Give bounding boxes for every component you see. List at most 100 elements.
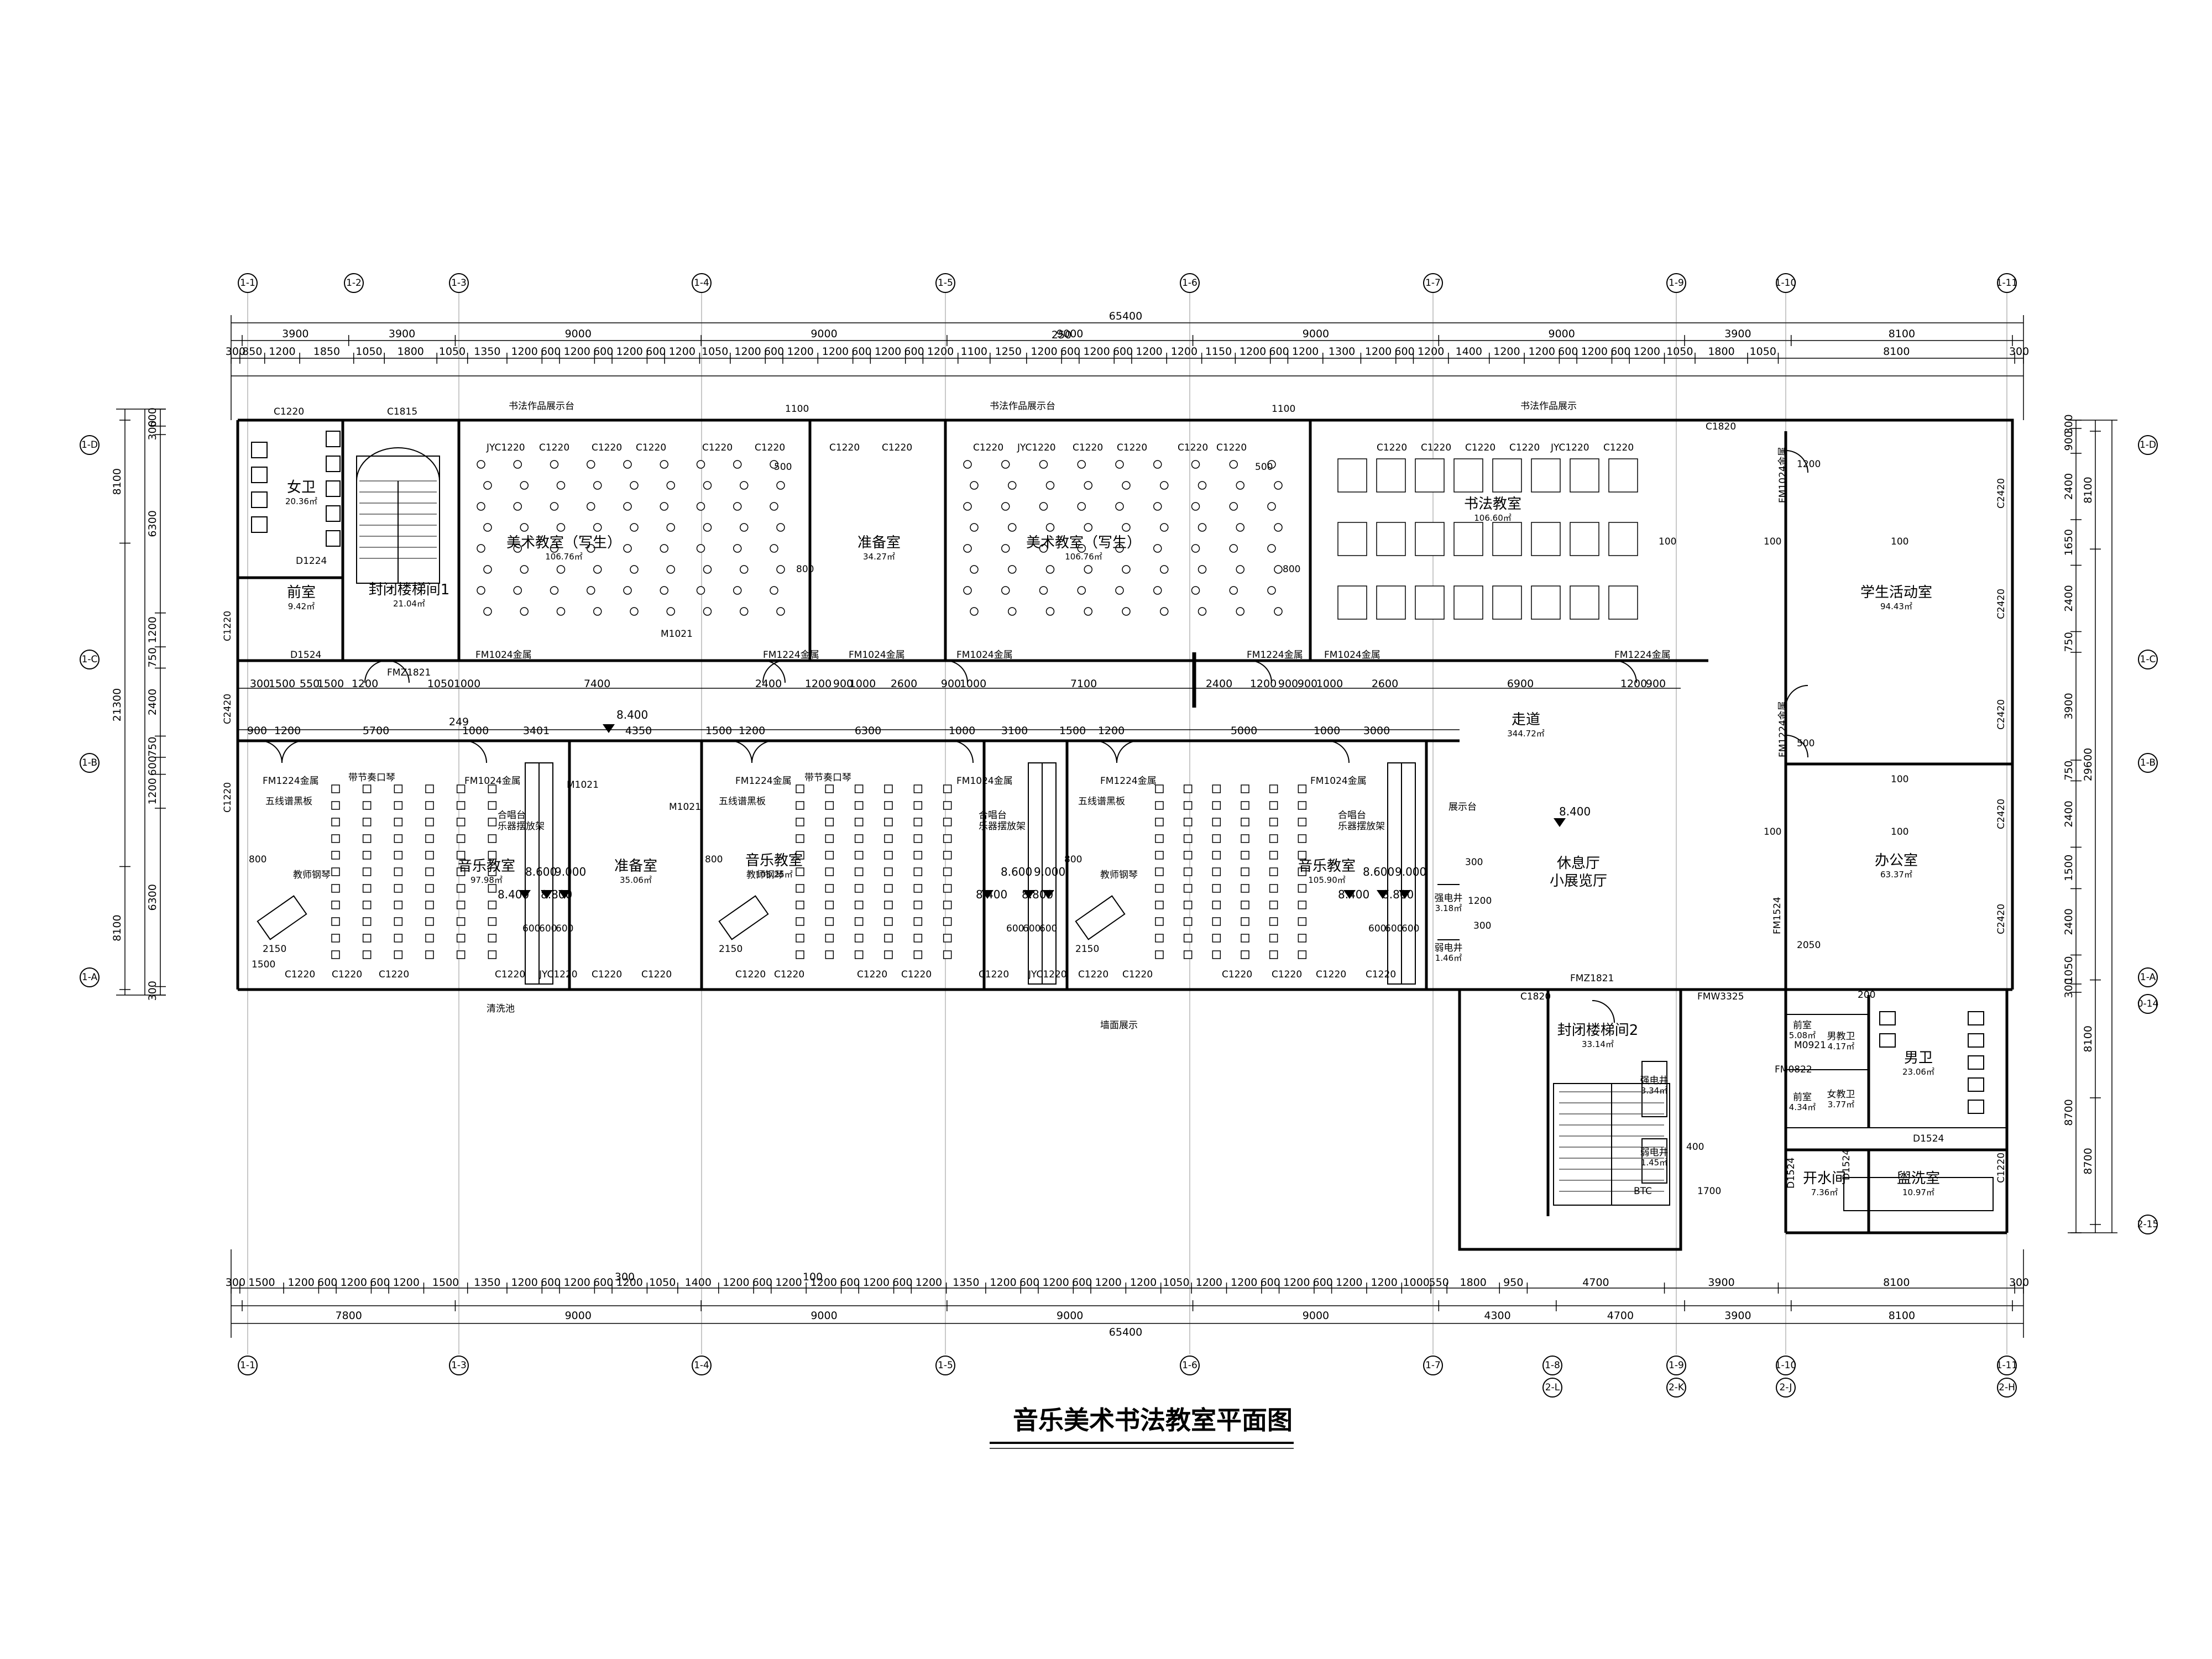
door-tag: M0921 xyxy=(1794,1040,1826,1051)
piano-group xyxy=(257,895,1126,940)
dim-label: 750 xyxy=(2063,632,2075,652)
easel xyxy=(733,544,742,553)
easel xyxy=(483,565,492,574)
easel xyxy=(970,523,979,532)
easel xyxy=(520,607,529,616)
window-tag: C1220 xyxy=(636,442,666,453)
desk xyxy=(1531,458,1561,493)
dim-label: 800 xyxy=(705,854,723,865)
easel xyxy=(1115,460,1124,469)
door-tag: FM1024金属 xyxy=(475,650,532,661)
room-area: 4.34㎡ xyxy=(1789,1102,1816,1112)
dim-label: 300 xyxy=(250,678,270,690)
dim-label: 600 xyxy=(752,1276,772,1289)
dim-label: 1200 xyxy=(863,1276,890,1289)
room-name-elec-4: 弱电井 xyxy=(1640,1147,1669,1158)
dim-label: 300 xyxy=(2009,1276,2029,1289)
chair xyxy=(1212,934,1221,943)
chair xyxy=(1298,834,1307,843)
window-tag: C1220 xyxy=(1509,442,1540,453)
chair xyxy=(1183,867,1193,876)
window-tag: C1220 xyxy=(1073,442,1103,453)
chair xyxy=(331,851,340,860)
dim-label: 6300 xyxy=(855,725,881,737)
dim-label: 600 xyxy=(593,1276,613,1289)
easel xyxy=(1197,565,1207,574)
dim-label: 600 xyxy=(541,1276,561,1289)
chair xyxy=(796,950,804,959)
chair xyxy=(913,851,923,860)
chair xyxy=(884,934,893,943)
chair xyxy=(1298,867,1307,876)
chair xyxy=(1269,818,1278,826)
chair xyxy=(1298,784,1307,793)
chair xyxy=(825,917,834,926)
dim-label: 1200 xyxy=(810,1276,837,1289)
chair xyxy=(1183,851,1193,860)
easel xyxy=(520,481,529,490)
dim-label: 600 xyxy=(556,923,573,934)
window-tag: C1220 xyxy=(702,442,733,453)
dim-label: 500 xyxy=(1797,738,1814,749)
chair xyxy=(1269,784,1278,793)
dim-label: 1000 xyxy=(949,725,975,737)
dim-label: 1200 xyxy=(1240,346,1266,358)
dim-label: 1050 xyxy=(649,1276,676,1289)
door-tag: FM1024金属 xyxy=(956,650,1013,661)
chair xyxy=(362,917,372,926)
chair xyxy=(854,950,864,959)
window-tag: C2420 xyxy=(1996,589,2007,619)
dim-label: 2150 xyxy=(1075,944,1099,955)
axis-bubble xyxy=(692,273,712,293)
chair xyxy=(796,851,804,860)
dim-label: 3100 xyxy=(1001,725,1028,737)
dim-label: 1200 xyxy=(1634,346,1660,358)
dim-label: 1050 xyxy=(427,678,454,690)
dim-label: 1200 xyxy=(511,346,537,358)
chair xyxy=(1269,801,1278,810)
room-area: 33.14㎡ xyxy=(1582,1039,1614,1049)
chair xyxy=(1298,851,1307,860)
chair xyxy=(913,867,923,876)
easel xyxy=(630,481,639,490)
window-tag: C1820 xyxy=(1706,421,1736,432)
room-area: 7.36㎡ xyxy=(1811,1187,1838,1197)
chair xyxy=(1241,950,1249,959)
dim-label: 1350 xyxy=(474,346,500,358)
room-area: 3.18㎡ xyxy=(1435,903,1462,913)
dim-label: 8700 xyxy=(2082,1148,2094,1174)
chair xyxy=(913,884,923,893)
chair xyxy=(825,851,834,860)
note: 五线谱黑板 xyxy=(719,796,766,807)
dim-label: 1200 xyxy=(1797,459,1821,470)
room-area: 106.76㎡ xyxy=(545,552,583,562)
chair xyxy=(1155,884,1164,893)
dim-label: 1650 xyxy=(2063,529,2075,556)
dim-label: 1400 xyxy=(685,1276,712,1289)
chair xyxy=(1241,934,1249,943)
chair xyxy=(425,934,434,943)
easel xyxy=(1045,565,1055,574)
dim-label: 1200 xyxy=(1620,678,1647,690)
desk-group xyxy=(1337,458,1638,620)
window-tag: C1220 xyxy=(222,782,233,813)
chair xyxy=(854,867,864,876)
chair xyxy=(1183,901,1193,909)
chair xyxy=(331,818,340,826)
room-name-music-2: 音乐教室 xyxy=(745,852,803,869)
easel xyxy=(970,565,979,574)
chair xyxy=(854,834,864,843)
window-tag: C1220 xyxy=(641,969,672,980)
desk xyxy=(1376,522,1406,556)
axis-label: 1-4 xyxy=(694,278,709,289)
level-label: 8.800 xyxy=(1022,888,1053,901)
chair xyxy=(913,818,923,826)
desk xyxy=(1337,522,1367,556)
window-tag: D1524 xyxy=(290,650,321,661)
level-markers xyxy=(519,724,1566,899)
dim-label: 1200 xyxy=(274,725,301,737)
easel xyxy=(513,502,522,511)
chair xyxy=(1212,801,1221,810)
room-area: 4.17㎡ xyxy=(1828,1042,1854,1051)
